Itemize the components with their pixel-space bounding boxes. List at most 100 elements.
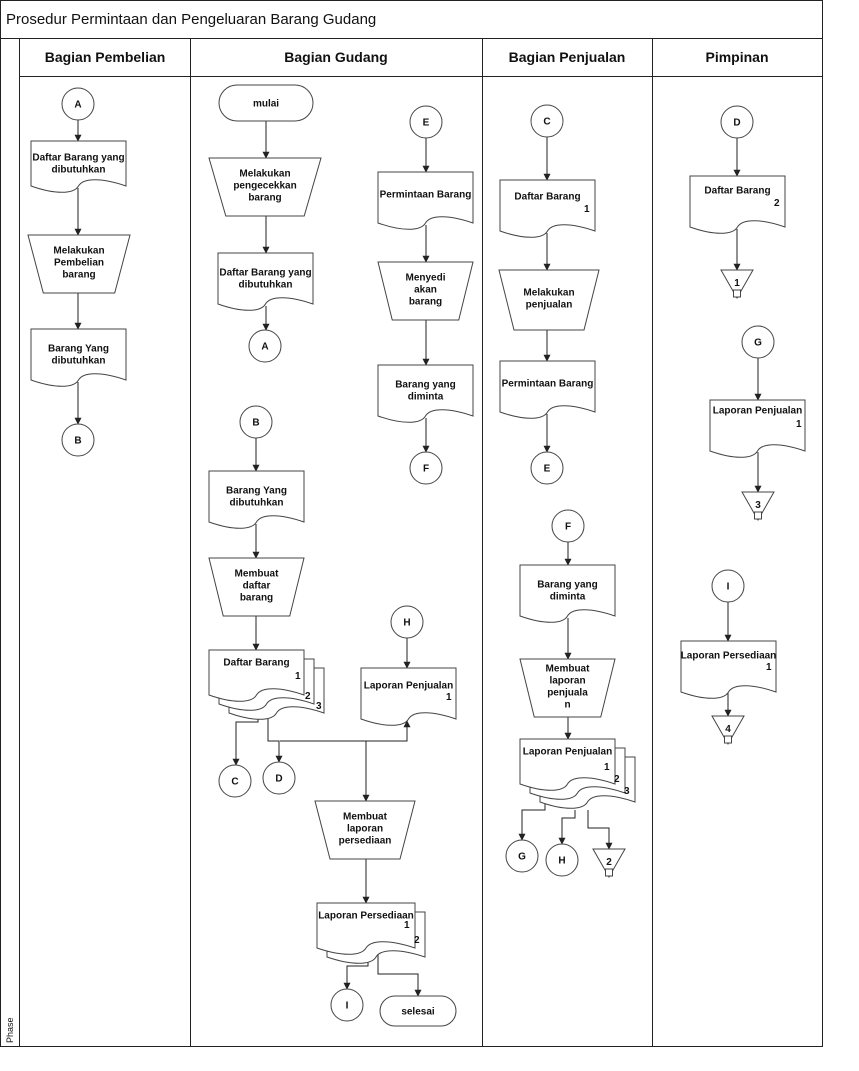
connector-g_con_b: B — [239, 405, 273, 439]
flow-arrow — [587, 810, 613, 850]
p_con_b-label: B — [74, 436, 81, 447]
s_con_h-label: H — [558, 856, 565, 867]
connector-s_con_f: F — [551, 509, 585, 543]
document-m_doc_lapjual: Laporan Penjualan 1 — [709, 399, 806, 458]
s_con_c-label: C — [543, 117, 550, 128]
m_doc_daftar-label: Daftar Barang — [704, 186, 770, 197]
g_con_i-label: I — [346, 1001, 349, 1012]
copy-number: 1 — [404, 920, 410, 931]
g_start-label: mulai — [253, 99, 279, 110]
s_con_g-label: G — [518, 852, 526, 863]
p_con_a-label: A — [74, 100, 81, 111]
g_con_d-label: D — [275, 774, 282, 785]
document-m_doc_daftar: Daftar Barang 2 — [689, 175, 786, 234]
copy-number: 1 — [796, 419, 802, 430]
connector-g_con_i: I — [330, 988, 364, 1022]
connector-p_con_a: A — [61, 87, 95, 121]
g_doc_lapjual-label: Laporan Penjualan — [364, 681, 453, 692]
archive-m_arch_3: 3 — [741, 491, 775, 522]
copy-number: 2 — [774, 198, 780, 209]
m_con_d-label: D — [733, 118, 740, 129]
connector-s_con_e: E — [530, 451, 564, 485]
phase-label: Phase — [5, 1017, 15, 1043]
g_con_c-label: C — [231, 777, 238, 788]
diagram-title: Prosedur Permintaan dan Pengeluaran Bara… — [6, 11, 376, 28]
connector-s_con_c: C — [530, 104, 564, 138]
s_doc_permintaan-label: Permintaan Barang — [502, 379, 594, 390]
flow-arrow — [558, 810, 576, 845]
swimlane-frame — [0, 0, 823, 1047]
connector-m_con_i: I — [711, 569, 745, 603]
connector-g_con_f: F — [409, 451, 443, 485]
document-s_doc_daftar: Daftar Barang 1 — [499, 179, 596, 238]
connector-m_con_g: G — [741, 325, 775, 359]
connector-s_con_h: H — [545, 843, 579, 877]
g_con_e-label: E — [423, 118, 430, 129]
archive-label: 1 — [734, 278, 740, 289]
g_con_b-label: B — [252, 418, 259, 429]
s_con_e-label: E — [544, 464, 551, 475]
document-s_doc_permintaan: Permintaan Barang — [499, 360, 596, 419]
g_end-label: selesai — [401, 1007, 435, 1018]
copy-number: 1 — [446, 692, 452, 703]
connector-g_con_e: E — [409, 105, 443, 139]
g_con_a-label: A — [261, 342, 268, 353]
flow-arrow — [267, 712, 283, 763]
connector-g_con_h: H — [390, 605, 424, 639]
s_mdoc_lap-label: Laporan Penjualan — [523, 747, 612, 758]
copy-number: 1 — [766, 662, 772, 673]
archive-label: 4 — [725, 724, 731, 735]
copy-number: 3 — [316, 701, 322, 712]
m_con_i-label: I — [727, 582, 730, 593]
archive-m_arch_1: 1 — [720, 269, 754, 300]
copy-number: 1 — [584, 204, 590, 215]
s_doc_daftar-label: Daftar Barang — [514, 192, 580, 203]
lane-header-pembelian: Bagian Pembelian — [45, 49, 166, 65]
flow-arrow — [280, 720, 411, 742]
lane-header-pimpinan: Pimpinan — [705, 49, 768, 65]
g_con_h-label: H — [403, 618, 410, 629]
flow-arrow — [232, 712, 259, 766]
archive-label: 2 — [606, 857, 612, 868]
connector-p_con_b: B — [61, 423, 95, 457]
m_doc_persediaan-label: Laporan Persediaan — [681, 651, 777, 662]
g_mdoc_daftar-label: Daftar Barang — [223, 658, 289, 669]
copy-number: 2 — [414, 935, 420, 946]
g_con_f-label: F — [423, 464, 429, 475]
copy-number: 1 — [295, 671, 301, 682]
copy-number: 2 — [305, 691, 311, 702]
terminator-g_end: selesai — [379, 995, 457, 1027]
flow-arrow — [377, 954, 422, 997]
connector-g_con_a: A — [248, 329, 282, 363]
lane-header-penjualan: Bagian Penjualan — [509, 49, 626, 65]
document-g_doc_permintaan: Permintaan Barang — [377, 171, 474, 230]
copy-number: 3 — [624, 786, 630, 797]
m_doc_lapjual-label: Laporan Penjualan — [713, 406, 802, 417]
connector-m_con_d: D — [720, 105, 754, 139]
multi-document-g_mdoc_daftar: Daftar Barang 123 — [208, 649, 325, 720]
